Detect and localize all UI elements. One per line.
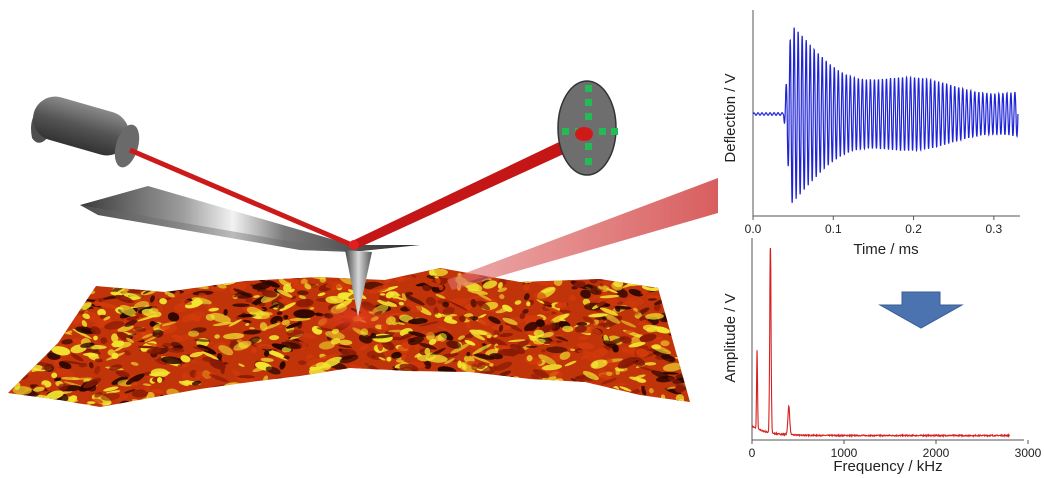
deflection-xtick-label: 0.0 — [745, 222, 762, 236]
sample-surface — [8, 268, 690, 407]
amplitude-ylabel: Amplitude / V — [722, 293, 739, 382]
deflection-chart: 0.0 0.1 0.2 0.3 Time / ms Deflection / V — [722, 10, 1020, 258]
laser-beam-projection — [447, 178, 718, 290]
photodiode-detector-icon — [557, 80, 618, 176]
deflection-series — [752, 27, 1019, 203]
amplitude-xlabel: Frequency / kHz — [833, 458, 942, 475]
afm-tip — [345, 250, 372, 317]
amplitude-chart: 0 1000 2000 3000 Frequency / kHz Amplitude … — [722, 238, 1042, 475]
down-arrow-icon — [878, 291, 964, 329]
amplitude-xtick-label: 0 — [749, 446, 756, 460]
laser-spot-on-surface — [315, 304, 395, 332]
deflection-xlabel: Time / ms — [853, 241, 918, 258]
deflection-xtick-label: 0.2 — [905, 222, 922, 236]
incident-laser-beam — [129, 147, 353, 248]
reflected-laser-beam — [350, 132, 590, 249]
cantilever — [80, 186, 420, 252]
laser-source-icon — [31, 96, 140, 168]
amplitude-xtick-label: 1000 — [831, 446, 858, 460]
deflection-xtick-label: 0.3 — [986, 222, 1003, 236]
amplitude-series — [751, 247, 1011, 439]
amplitude-xtick-label: 3000 — [1015, 446, 1042, 460]
amplitude-xtick-label: 2000 — [923, 446, 950, 460]
deflection-xtick-label: 0.1 — [825, 222, 842, 236]
deflection-ylabel: Deflection / V — [722, 73, 739, 162]
